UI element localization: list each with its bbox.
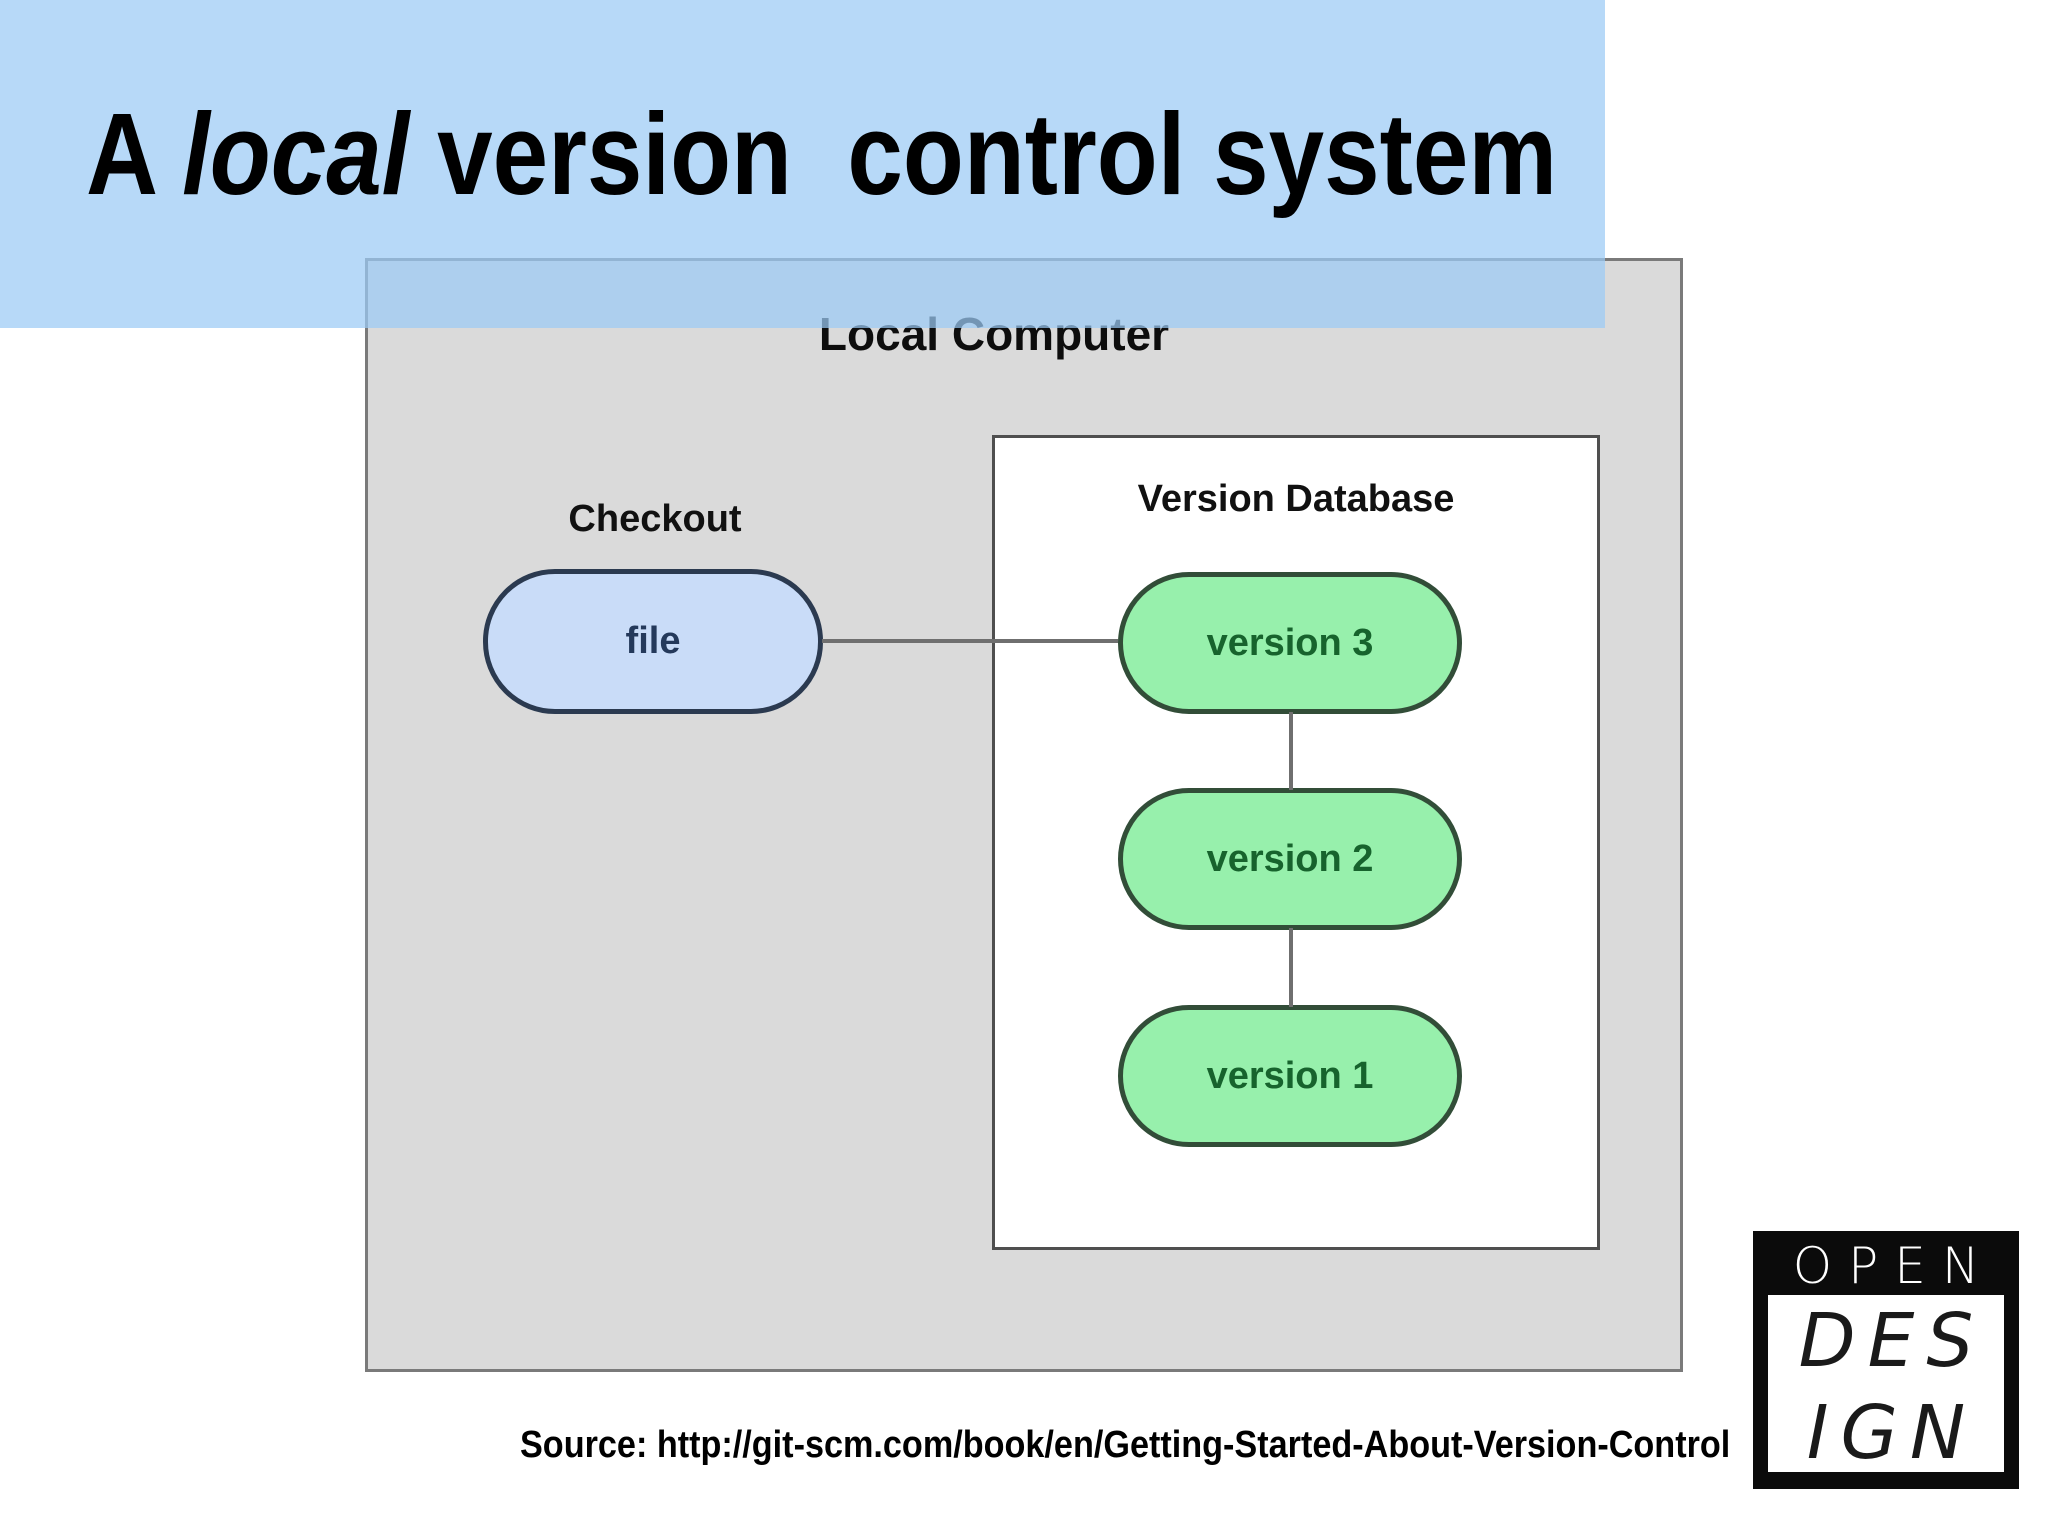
version-2-node: version 2 <box>1118 788 1462 930</box>
title-prefix: A <box>86 89 183 219</box>
connector-version3-to-version2 <box>1289 712 1293 790</box>
file-node: file <box>483 569 823 714</box>
checkout-label: Checkout <box>568 498 742 540</box>
version-database-box: Version Database version 3 version 2 ver… <box>992 435 1600 1250</box>
title-banner <box>0 0 1605 328</box>
title-emphasis: local <box>182 89 410 219</box>
source-citation: Source: http://git-scm.com/book/en/Getti… <box>520 1424 1731 1466</box>
connector-version2-to-version1 <box>1289 928 1293 1007</box>
logo-inner-box: DES IGN <box>1768 1295 2004 1472</box>
logo-des-text: DES <box>1798 1298 1986 1384</box>
version-database-label: Version Database <box>1137 478 1455 520</box>
slide-title: A local version control system <box>86 96 1557 212</box>
version-1-node: version 1 <box>1118 1005 1462 1147</box>
title-suffix: version control system <box>409 89 1558 219</box>
local-computer-box: Local Computer Checkout file Version Dat… <box>365 258 1683 1372</box>
logo-open-text: OPEN <box>1792 1237 1996 1295</box>
open-design-logo: OPEN DES IGN <box>1753 1231 2019 1489</box>
connector-file-to-version3 <box>822 639 1118 643</box>
logo-ign-text: IGN <box>1806 1390 1978 1476</box>
version-3-node: version 3 <box>1118 572 1462 714</box>
